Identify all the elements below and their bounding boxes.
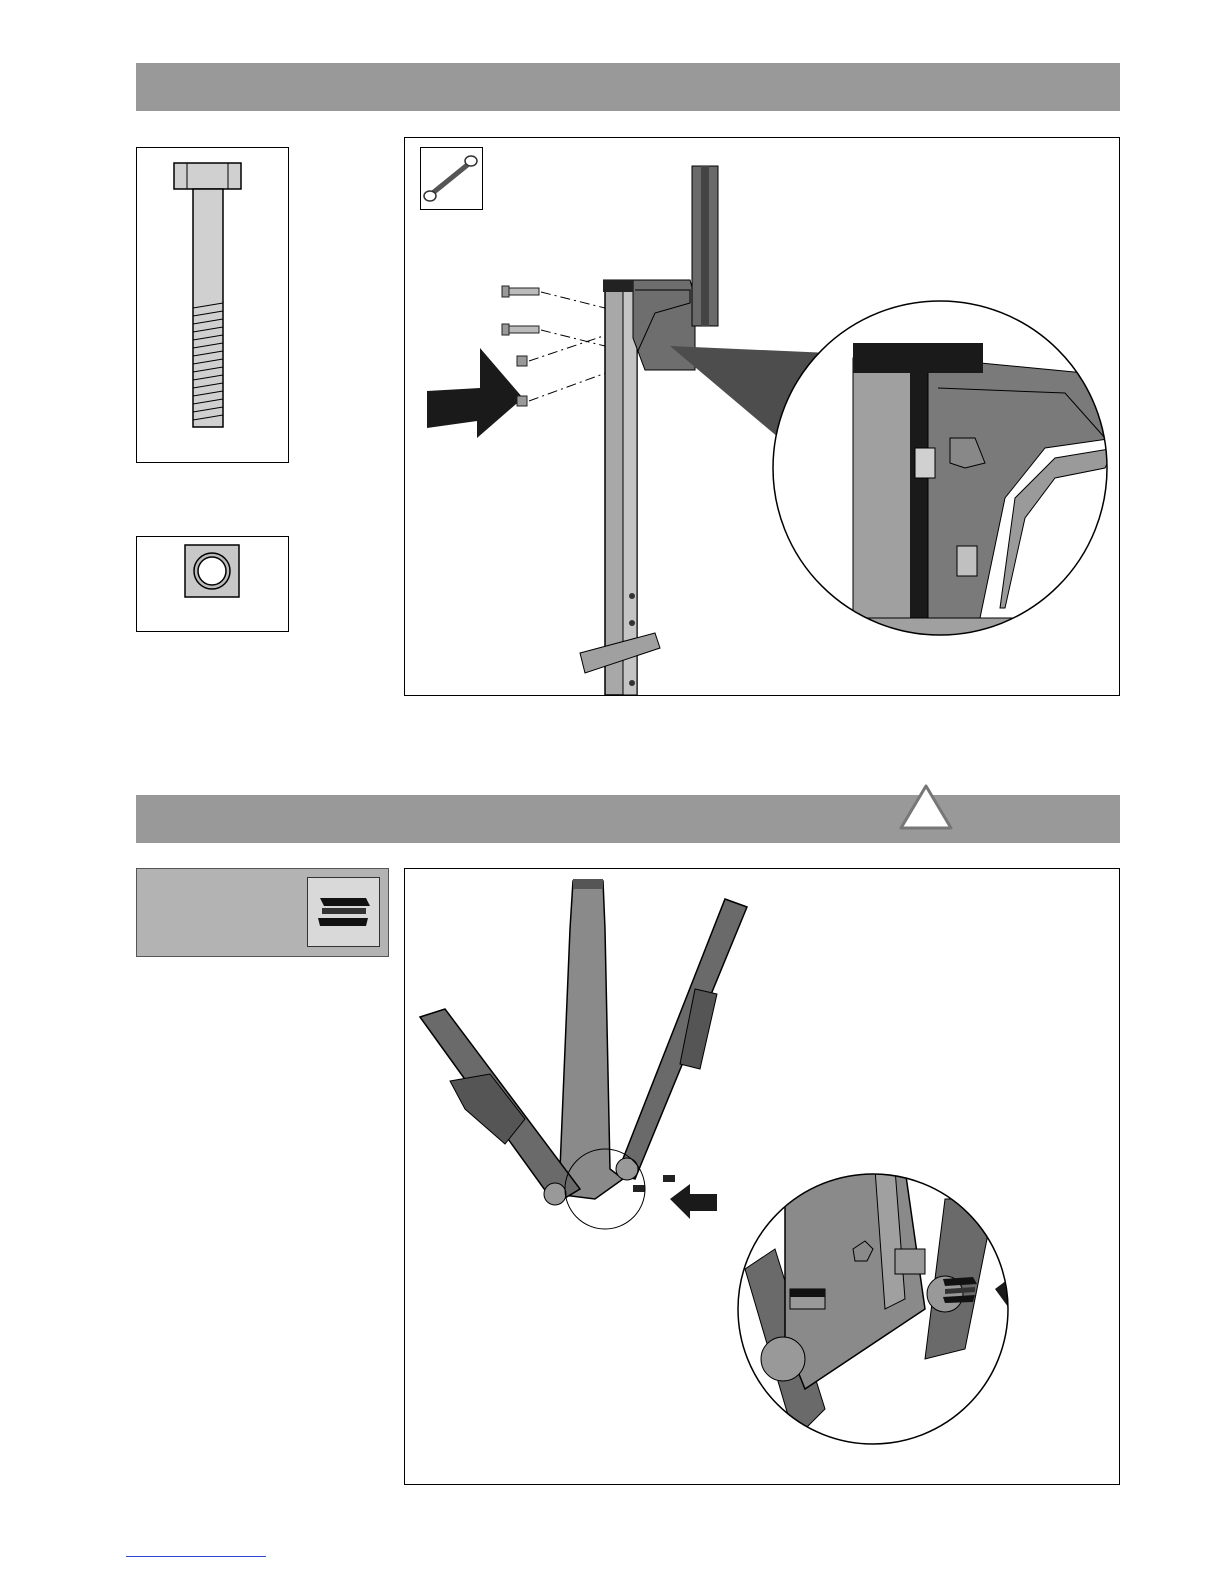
figure-step-2: [404, 868, 1120, 1485]
figure-step-1: [404, 137, 1120, 696]
foot-pad-icon: [307, 877, 380, 947]
footer-link-underline: [126, 1556, 266, 1557]
wrench-icon: [421, 148, 482, 209]
upright-assembly-drawing: [405, 138, 1119, 695]
foot-pad-part-box: [136, 868, 389, 957]
hex-bolt-icon: [137, 148, 288, 462]
warning-triangle-icon: [897, 782, 955, 832]
bolt-part-box: [136, 147, 289, 463]
insert-arrow-icon: [427, 348, 523, 438]
square-nut-icon: [137, 537, 288, 631]
section-header-bar-2: [136, 795, 1120, 843]
base-frame-drawing: [405, 869, 1119, 1484]
section-header-bar-1: [136, 63, 1120, 111]
tool-box: [420, 147, 483, 210]
nut-part-box: [136, 536, 289, 632]
